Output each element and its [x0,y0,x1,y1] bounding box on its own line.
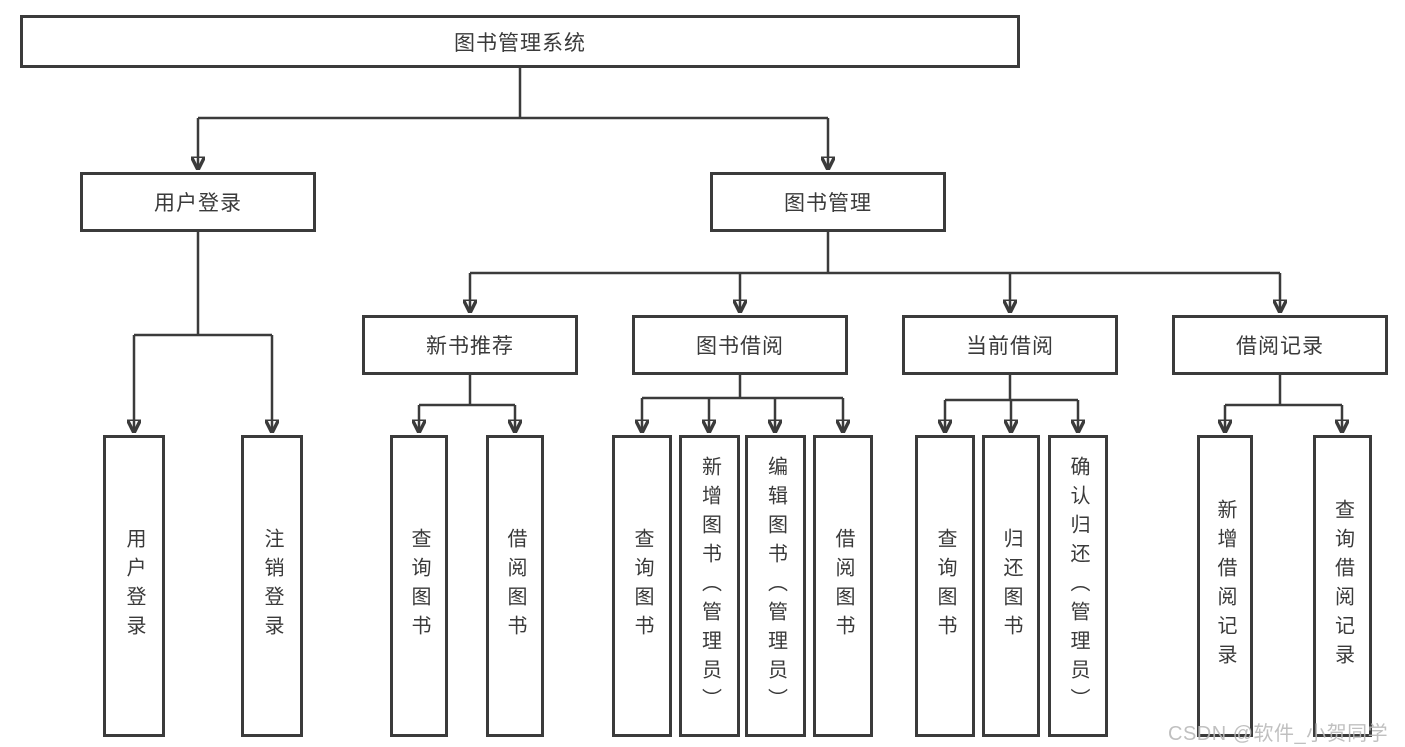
leaf-borrow-books: 借阅图书 [813,435,873,737]
node-label: 图书管理 [784,192,872,215]
node-label: 用户登录 [123,528,145,644]
connector-root-to-level2 [198,68,828,168]
leaf-borrow-books: 借阅图书 [486,435,544,737]
node-new-book-recommend: 新书推荐 [362,315,578,375]
node-label: 图书管理系统 [454,31,586,55]
leaf-add-borrow-record: 新增借阅记录 [1197,435,1253,737]
node-label: 借阅图书 [832,528,854,644]
node-label: 编辑图书（管理员） [764,455,787,717]
node-label: 新书推荐 [426,335,514,358]
node-user-login: 用户登录 [80,172,316,232]
node-current-borrowing: 当前借阅 [902,315,1118,375]
leaf-query-books: 查询图书 [612,435,672,737]
csdn-watermark: CSDN @软件_小贺同学 [1168,723,1389,745]
node-label: 当前借阅 [966,335,1054,358]
connector-borrow-record-to-leaves [1225,375,1342,431]
leaf-confirm-return-admin: 确认归还（管理员） [1048,435,1108,737]
node-label: 确认归还（管理员） [1067,455,1089,717]
leaf-add-books-admin: 新增图书（管理员） [679,435,740,737]
node-label: 查询图书 [934,528,956,644]
node-label: 新增图书（管理员） [698,455,721,717]
node-book-borrowing: 图书借阅 [632,315,848,375]
node-label: 借阅图书 [504,528,526,644]
connector-user-login-to-leaves [134,232,272,431]
leaf-query-borrow-record: 查询借阅记录 [1313,435,1372,737]
node-book-management: 图书管理 [710,172,946,232]
leaf-edit-books-admin: 编辑图书（管理员） [745,435,806,737]
node-library-management-system: 图书管理系统 [20,15,1020,68]
connector-current-borrow-to-leaves [945,375,1078,431]
node-label: 借阅记录 [1236,335,1324,358]
node-label: 查询借阅记录 [1331,499,1354,673]
connector-book-mgmt-to-level3 [470,232,1280,311]
node-label: 查询图书 [631,528,653,644]
node-label: 查询图书 [408,528,430,644]
node-borrowing-records: 借阅记录 [1172,315,1388,375]
node-label: 用户登录 [154,192,242,215]
connector-book-borrow-to-leaves [642,375,843,431]
leaf-query-books: 查询图书 [390,435,448,737]
leaf-query-books: 查询图书 [915,435,975,737]
leaf-user-login: 用户登录 [103,435,165,737]
node-label: 图书借阅 [696,335,784,358]
leaf-return-books: 归还图书 [982,435,1040,737]
node-label: 归还图书 [1000,528,1022,644]
node-label: 注销登录 [261,528,283,644]
leaf-logout: 注销登录 [241,435,303,737]
connector-new-book-to-leaves [419,375,515,431]
node-label: 新增借阅记录 [1214,499,1236,673]
